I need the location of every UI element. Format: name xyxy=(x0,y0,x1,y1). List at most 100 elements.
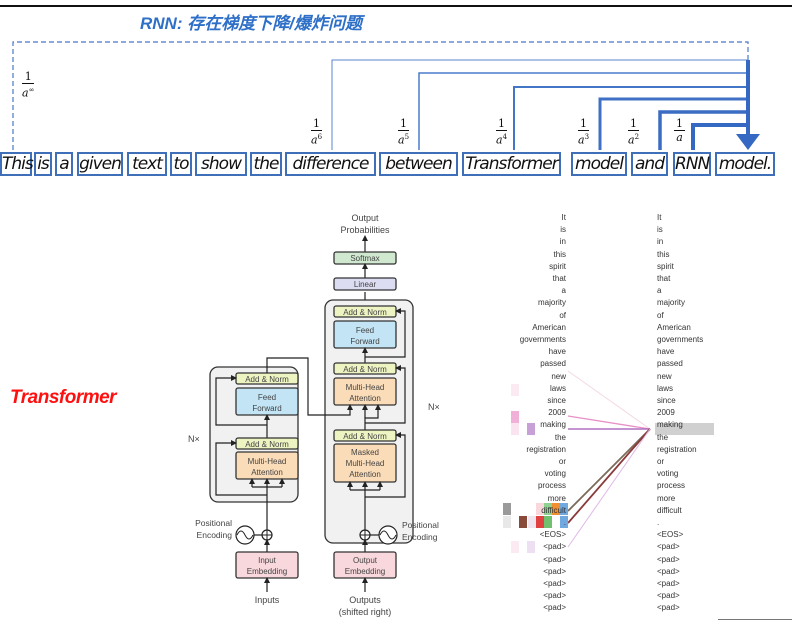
link-a2 xyxy=(658,110,748,150)
attention-head-square xyxy=(544,503,552,515)
svg-text:Feed: Feed xyxy=(258,393,276,402)
svg-text:Forward: Forward xyxy=(252,404,281,413)
target-token: <pad> xyxy=(657,591,680,601)
top-border xyxy=(0,0,792,7)
encoder-nx-label: N× xyxy=(188,434,200,444)
encoder-positional-label: Positional xyxy=(195,518,232,528)
attention-head-square xyxy=(511,411,519,423)
svg-text:Output: Output xyxy=(353,556,378,565)
source-token: <pad> xyxy=(543,542,566,552)
source-token: new xyxy=(551,371,566,381)
bottom-divider xyxy=(718,619,792,620)
linear-block xyxy=(333,277,397,291)
svg-text:Multi-Head: Multi-Head xyxy=(346,459,385,468)
svg-text:Add & Norm: Add & Norm xyxy=(343,308,387,317)
svg-text:Embedding: Embedding xyxy=(345,567,385,576)
word-token: is xyxy=(34,152,52,176)
fraction-a-infinity: 1 a∞ xyxy=(22,70,35,100)
page-title: RNN: 存在梯度下降/爆炸问题 xyxy=(140,14,362,33)
attention-head-square xyxy=(528,516,536,528)
source-token: American xyxy=(532,322,566,332)
output-probabilities-label-2: Probabilities xyxy=(340,225,390,235)
word-token: RNN xyxy=(673,152,711,176)
word-token: text xyxy=(127,152,167,176)
decoder-positional-label-2: Encoding xyxy=(402,532,438,542)
target-token: American xyxy=(657,322,691,332)
link-a5 xyxy=(418,72,748,150)
highlighted-target-token: making xyxy=(657,420,683,430)
link-a3 xyxy=(598,97,748,150)
inputs-label: Inputs xyxy=(255,595,280,605)
link-a4 xyxy=(513,86,748,150)
attention-link xyxy=(567,428,651,524)
word-token: a xyxy=(55,152,73,176)
attention-head-square xyxy=(503,503,511,515)
source-token: <pad> xyxy=(543,603,566,613)
target-token: since xyxy=(657,396,676,405)
link-a6 xyxy=(331,59,748,150)
attention-head-square xyxy=(511,384,519,396)
highlighted-token-bg xyxy=(655,423,714,435)
source-token: 2009 xyxy=(548,408,566,418)
attention-link xyxy=(567,415,651,430)
decoder-nx-label: N× xyxy=(428,402,440,412)
attention-head-square xyxy=(536,503,544,515)
source-token: <pad> xyxy=(543,591,566,601)
svg-text:Attention: Attention xyxy=(349,470,381,479)
source-token: laws xyxy=(549,383,566,393)
source-token: or xyxy=(558,457,566,466)
attention-head-square xyxy=(560,503,568,515)
target-token: governments xyxy=(657,335,704,344)
encoder-stack xyxy=(209,366,299,503)
svg-text:Add & Norm: Add & Norm xyxy=(343,365,387,374)
target-token: of xyxy=(657,310,664,320)
svg-text:Forward: Forward xyxy=(350,337,379,346)
source-token: that xyxy=(552,274,566,283)
source-token: passed xyxy=(540,359,566,369)
target-token: . xyxy=(657,518,660,527)
outputs-label: Outputs xyxy=(349,595,381,605)
svg-text:Masked: Masked xyxy=(351,448,379,457)
word-token: difference xyxy=(285,152,376,176)
word-token: show xyxy=(195,152,247,176)
fraction-a5: 1 a5 xyxy=(398,117,410,147)
source-token: the xyxy=(554,432,566,442)
target-token: new xyxy=(657,371,672,381)
target-token: this xyxy=(657,249,670,259)
source-token: It xyxy=(561,213,566,222)
attention-head-square xyxy=(511,541,519,553)
target-token: <pad> xyxy=(657,554,680,564)
fraction-a2: 1 a2 xyxy=(628,117,640,147)
target-token: that xyxy=(657,274,671,283)
attention-head-square xyxy=(560,516,568,528)
attention-head-square xyxy=(527,541,535,553)
svg-text:Linear: Linear xyxy=(354,280,377,289)
svg-text:Embedding: Embedding xyxy=(247,567,287,576)
target-token: a xyxy=(657,286,662,296)
source-token: spirit xyxy=(549,261,566,271)
word-token: model. xyxy=(715,152,775,176)
svg-text:Feed: Feed xyxy=(356,326,374,335)
word-token: This xyxy=(0,152,34,176)
source-token: registration xyxy=(526,444,566,454)
target-token: have xyxy=(657,347,675,357)
target-token: more xyxy=(657,493,676,503)
svg-text:Softmax: Softmax xyxy=(350,254,379,263)
target-token: voting xyxy=(657,469,679,479)
attention-head-square xyxy=(536,516,544,528)
target-token: or xyxy=(657,457,665,466)
source-token: more xyxy=(547,493,566,503)
source-token: <pad> xyxy=(543,566,566,576)
encoder-positional-label-2: Encoding xyxy=(197,530,233,540)
source-token: governments xyxy=(519,335,566,344)
word-token: the xyxy=(250,152,282,176)
target-token: process xyxy=(657,481,686,491)
source-token: <EOS> xyxy=(539,530,566,540)
attention-link xyxy=(567,428,651,512)
word-token: to xyxy=(170,152,192,176)
fraction-a1: 1 a xyxy=(674,117,685,144)
target-token: It xyxy=(657,213,662,222)
attention-link xyxy=(567,370,651,430)
attention-head-square xyxy=(552,503,560,515)
